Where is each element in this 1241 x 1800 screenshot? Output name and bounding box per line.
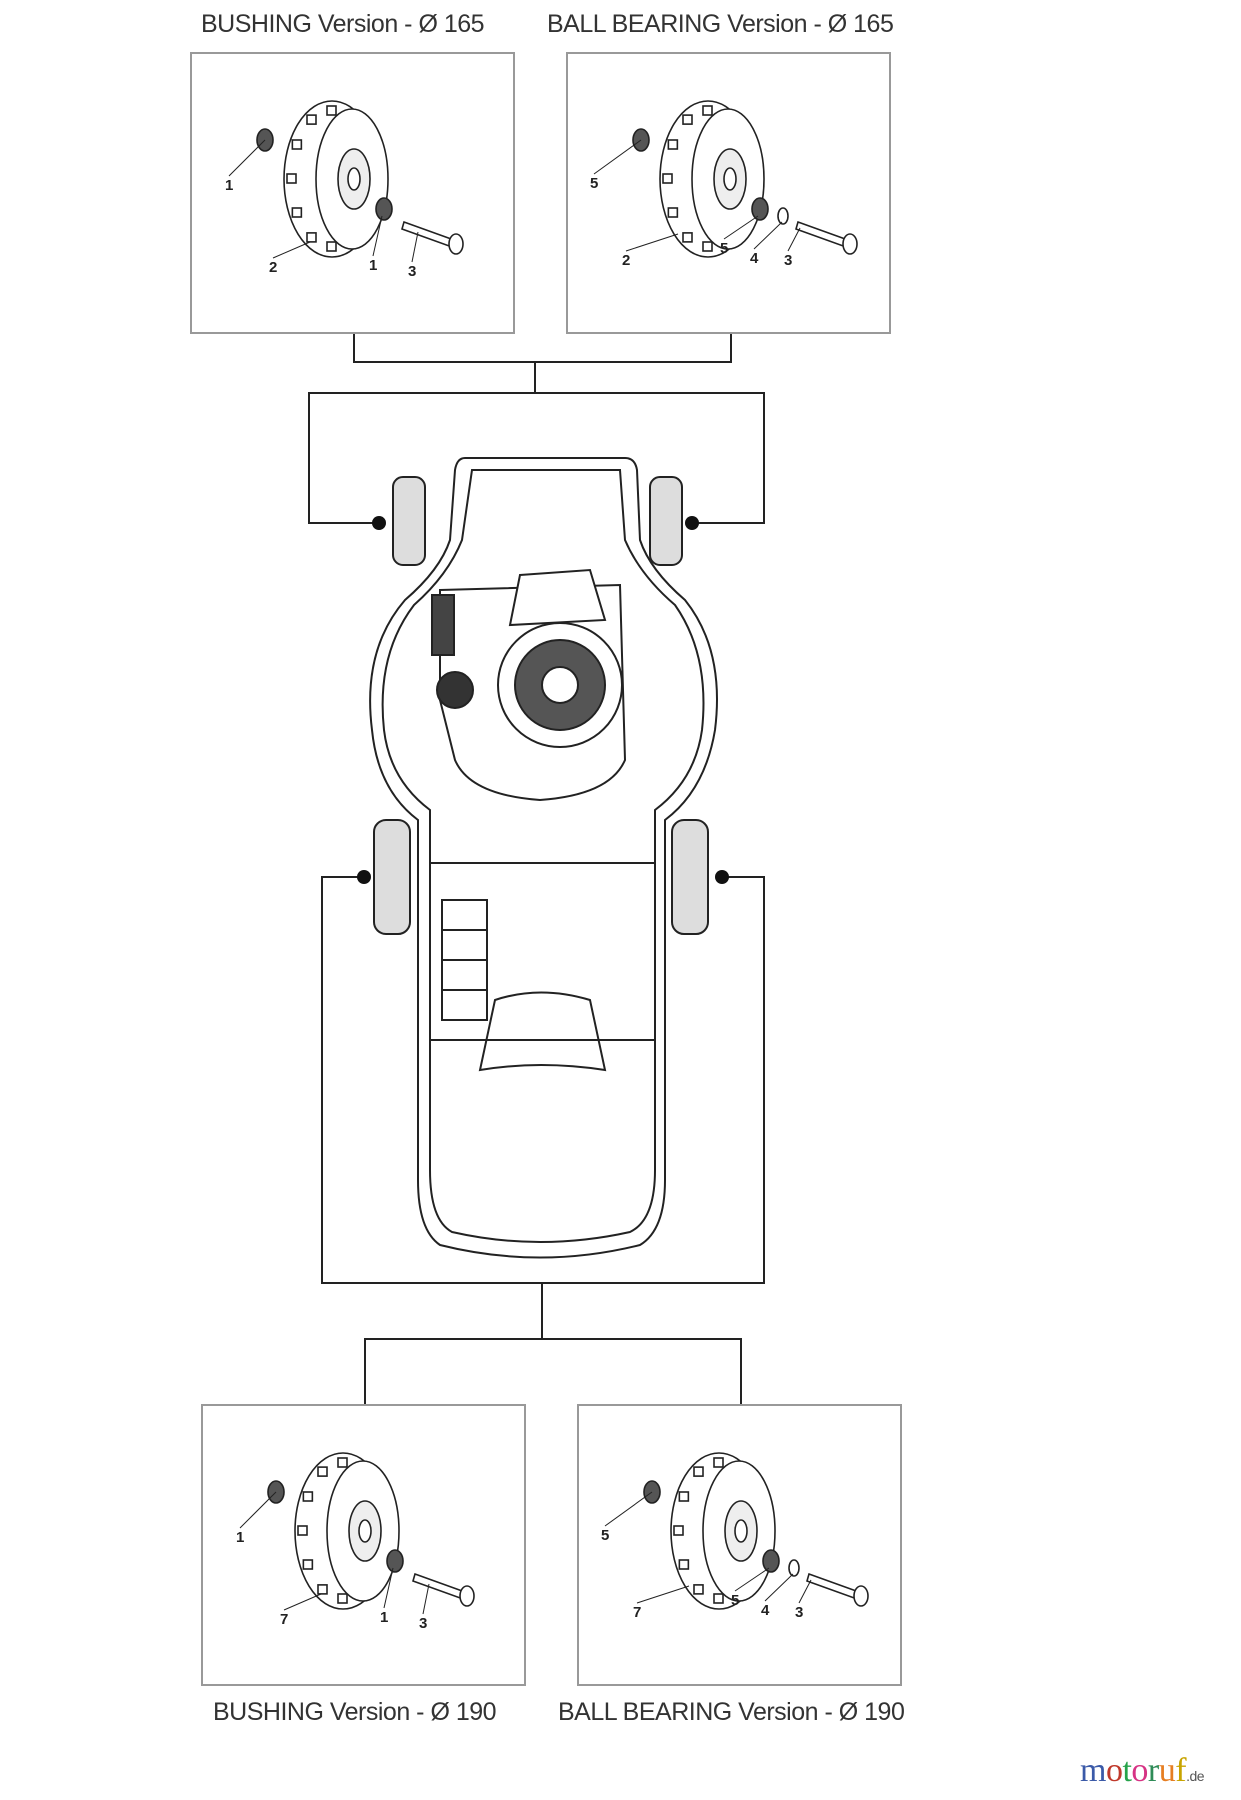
mower-top-view [369,457,718,1259]
panel-bushing-165: 1 2 1 3 [190,52,515,334]
rear-right-wheel [671,819,709,935]
callout-number: 7 [633,1604,641,1621]
bushing-icon [375,197,393,221]
bushing-icon [386,1549,404,1573]
logo-letter: u [1158,1752,1176,1789]
callout-number: 3 [795,1604,803,1621]
logo-letter: r [1147,1752,1159,1789]
panel-ball-bearing-165: 5 2 5 4 3 [566,52,891,334]
logo-letter: m [1080,1752,1106,1789]
callout-number: 3 [419,1615,427,1632]
bolt-icon [806,1572,860,1601]
callout-number: 1 [380,1609,388,1626]
callout-number: 5 [720,240,728,257]
front-left-wheel [392,476,426,566]
wheel-exploded-view: 5 7 5 4 3 [601,1452,869,1621]
bearing-icon [762,1549,780,1573]
callout-number: 2 [269,259,277,276]
wheel-exploded-view: 1 2 1 3 [225,100,464,280]
callout-number: 1 [236,1529,244,1546]
callout-number: 3 [408,263,416,280]
motoruf-logo: motoruf.de [1080,1752,1205,1789]
callout-number: 1 [225,177,233,194]
wheel-icon [294,1452,400,1610]
logo-letter: t [1122,1752,1132,1789]
panel-ball-bearing-190: 5 7 5 4 3 [577,1404,902,1686]
wheel-connection-dots [357,516,729,884]
callout-number: 2 [622,252,630,269]
panel-title-bushing-190: BUSHING Version - Ø 190 [213,1698,497,1726]
logo-letter: o [1105,1752,1123,1789]
callout-number: 5 [731,1592,739,1609]
callout-number: 7 [280,1611,288,1628]
engine [431,568,627,802]
callout-number: 4 [750,250,759,267]
wheel-icon [670,1452,776,1610]
wheel-exploded-view: 5 2 5 4 3 [590,100,858,269]
panel-title-bushing-165: BUSHING Version - Ø 165 [201,10,485,38]
wheel-icon [659,100,765,258]
front-right-wheel [649,476,683,566]
connector-lines [308,334,765,1404]
washer-icon [777,207,789,225]
callout-number: 5 [590,175,598,192]
bolt-icon [795,220,849,249]
bolt-icon [401,220,455,249]
panel-title-ball-bearing-190: BALL BEARING Version - Ø 190 [558,1698,905,1726]
panel-title-ball-bearing-165: BALL BEARING Version - Ø 165 [547,10,894,38]
wheel-icon [283,100,389,258]
callout-number: 1 [369,257,377,274]
callout-number: 5 [601,1527,609,1544]
logo-letter: f [1175,1752,1187,1789]
bolt-icon [412,1572,466,1601]
callout-number: 4 [761,1602,770,1619]
callout-number: 3 [784,252,792,269]
bearing-icon [751,197,769,221]
washer-icon [788,1559,800,1577]
rear-left-wheel [373,819,411,935]
logo-letter: o [1131,1752,1148,1789]
